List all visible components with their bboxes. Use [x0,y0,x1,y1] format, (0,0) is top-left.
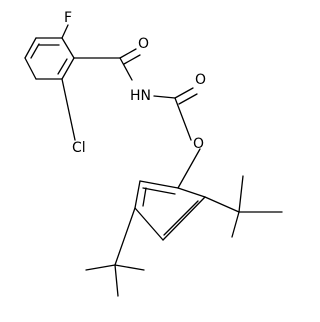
chlorine-atom-label: Cl [72,140,86,156]
tert-butyl-group-upper [204,175,283,238]
bond-ester-oxygen-to-ring [177,148,201,189]
carbamate-oxygen-label: O [195,72,206,88]
amide-double-bond-b [123,54,141,65]
amide-double-bond-a [119,48,137,59]
tert-butyl-group-lower [85,207,145,297]
chemical-structure: F Cl O HN O O [24,10,283,297]
bond-nh-to-carbamate-carbon [153,95,176,99]
bond-ring-to-chlorine [61,78,76,141]
carbamate-double-bond-a [174,87,194,99]
fluoro-chloro-benzene-ring [24,37,75,80]
carbamate-double-bond-b [178,93,198,105]
bond-carbamate-to-ester-oxygen [174,97,192,141]
ester-oxygen-label: O [193,136,204,152]
bond-ring-to-fluorine [61,24,69,39]
nh-label: HN [130,88,151,104]
fluorine-atom-label: F [64,10,72,26]
amide-oxygen-label: O [138,36,149,52]
di-tert-butyl-benzene-ring [134,180,206,241]
bond-carbonyl-to-nh [119,57,133,81]
